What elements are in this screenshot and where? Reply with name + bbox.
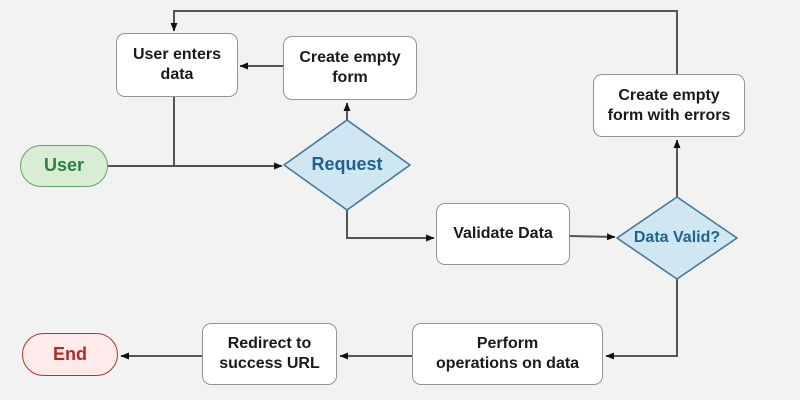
edge-validate-to-data-valid (569, 233, 616, 241)
node-create-empty-form-line1: Create empty (299, 49, 401, 67)
node-create-empty-form-errors-line1: Create empty (618, 86, 720, 104)
edge-request-to-validate (346, 210, 435, 242)
node-request-label: Request (311, 154, 383, 175)
node-redirect-success-line1: Redirect to (227, 335, 312, 353)
node-user-enters-data-line1: User enters (132, 46, 222, 64)
node-user-start: User (20, 145, 108, 187)
node-user-enters-data: User enters data (116, 33, 238, 97)
decision-request-shape (283, 119, 411, 211)
node-redirect-success-line2: success URL (219, 355, 320, 372)
node-request-decision: Request (287, 152, 407, 178)
node-create-empty-form: Create empty form (283, 36, 417, 100)
node-data-valid-decision: Data Valid? (617, 226, 737, 250)
node-create-empty-form-line2: form (332, 69, 368, 86)
node-validate-data: Validate Data (436, 203, 570, 265)
decision-data-valid-shape (616, 196, 738, 280)
node-perform-operations-line1: Perform (476, 335, 539, 353)
node-perform-operations: Perform operations on data (412, 323, 603, 385)
edge-data-valid-to-perform (605, 279, 678, 360)
node-data-valid-label: Data Valid? (633, 229, 721, 247)
node-user-start-label: User (43, 155, 85, 176)
node-create-empty-form-errors: Create empty form with errors (593, 74, 745, 137)
node-perform-operations-line2: operations on data (435, 355, 580, 372)
edge-errors-to-user-enters-data (170, 10, 678, 74)
node-user-enters-data-line2: data (160, 66, 194, 83)
node-end-label: End (53, 343, 87, 364)
node-end: End (22, 333, 118, 376)
node-redirect-success: Redirect to success URL (202, 323, 337, 385)
node-create-empty-form-errors-line2: form with errors (607, 106, 731, 124)
node-validate-data-label: Validate Data (453, 225, 553, 243)
